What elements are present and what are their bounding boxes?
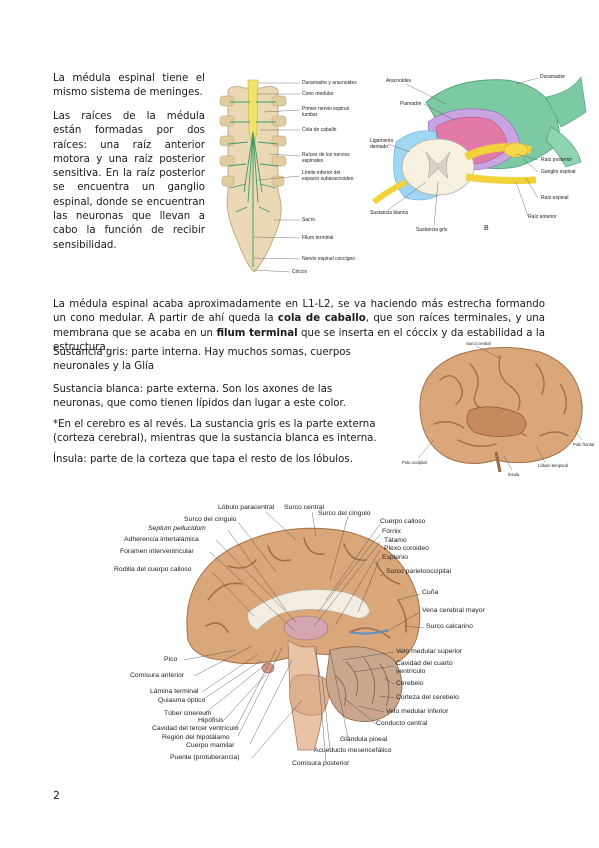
figure-spinal-cord: Duramadre y aracnoides Cono medular Prim…	[214, 72, 364, 282]
label-ligamento-dentado: Ligamento dentado	[370, 138, 394, 150]
label-coccix: Cóccix	[292, 269, 308, 275]
label-raiz-anterior: Raíz anterior	[528, 214, 557, 220]
paragraph-cerebro: *En el cerebro es al revés. La sustancia…	[53, 419, 377, 445]
label-rodilla-cuerpo-calloso: Rodilla del cuerpo calloso	[114, 566, 192, 573]
label-cono-medular: Cono medular	[302, 91, 334, 97]
label-insula: Ínsula	[508, 472, 520, 477]
term-filum-terminal: filum terminal	[216, 327, 298, 339]
label-surco-central: Surco central	[284, 504, 325, 511]
paragraph-meninges: La médula espinal tiene el mismo sistema…	[53, 73, 205, 99]
label-tuber-cinereum: Túber cinereum	[164, 710, 212, 717]
label-aracnoides: Aracnoides	[386, 78, 412, 84]
figure-meninges: Aracnoides Duramadre Piamadre Ligamento …	[366, 72, 588, 242]
label-sustancia-blanca: Sustancia blanca	[370, 210, 409, 216]
page-number: 2	[53, 789, 60, 802]
paragraph-roots: Las raíces de la médula están formadas p…	[53, 111, 205, 251]
label-piamadre: Piamadre	[400, 101, 422, 107]
label-polo-occipital: Polo occipital	[402, 460, 427, 465]
label-panel-b: B	[484, 225, 489, 232]
label-cavidad-tercer-ventriculo: Cavidad del tercer ventrículo	[152, 725, 239, 732]
label-cuna: Cuña	[422, 589, 439, 596]
label-surco-calcarino: Surco calcarino	[426, 623, 473, 630]
label-vena-cerebral-mayor: Vena cerebral mayor	[422, 607, 485, 614]
label-cuerpo-mamilar: Cuerpo mamilar	[186, 742, 235, 749]
brain-sagittal-illustration	[183, 511, 425, 763]
label-foramen-interventricular: Foramen interventricular	[120, 548, 194, 555]
label-polo-frontal: Polo frontal	[573, 442, 595, 447]
label-duramadre: Duramadre	[540, 74, 566, 80]
label-lobulo-temporal: Lóbulo temporal	[538, 463, 569, 468]
paragraph-cauda-equina: La médula espinal acaba aproximadamente …	[53, 299, 545, 353]
label-surco-parietooccipital: Surco parietooccipital	[386, 568, 451, 575]
figure-brain-sagittal: Lóbulo paracentral Surco central Surco d…	[114, 500, 485, 770]
label-cuerpo-calloso: Cuerpo calloso	[380, 518, 426, 525]
label-region-hipotalamo: Región del hipotálamo	[162, 734, 230, 741]
label-puente: Puente (protuberancia)	[170, 754, 240, 761]
label-lobulo-paracentral: Lóbulo paracentral	[218, 504, 275, 511]
label-surco-cingulo-right: Surco del cíngulo	[318, 510, 371, 517]
paragraph-insula: Ínsula: parte de la corteza que tapa el …	[53, 454, 353, 465]
spinal-cord-illustration	[219, 79, 301, 273]
label-esplenio: Esplenio	[382, 554, 409, 561]
label-velo-medular-inferior: Velo medular inferior	[386, 708, 449, 715]
label-acueducto-mesencefalico: Acueducto mesencefálico	[314, 747, 392, 754]
paragraph-sustancia-gris: Sustancia gris: parte interna. Hay mucho…	[53, 347, 351, 373]
label-cola-caballo: Cola de caballo	[302, 127, 337, 133]
label-comisura-anterior: Comisura anterior	[130, 672, 185, 679]
label-ganglio-espinal: Ganglio espinal	[541, 169, 576, 175]
label-lamina-terminal: Lámina terminal	[150, 688, 199, 695]
label-primer-nervio-lumbar: Primer nervio espinal lumbar	[302, 106, 349, 118]
label-sacro: Sacro	[302, 217, 316, 223]
brain-insula-illustration	[417, 345, 583, 473]
label-surco-cingulo-left: Surco del cíngulo	[184, 516, 237, 523]
label-talamo: Tálamo	[384, 537, 407, 544]
label-quiasma-optico: Quiasma óptico	[158, 697, 206, 704]
label-cavidad-cuarto-ventriculo: Cavidad del cuarto ventrículo	[396, 660, 453, 675]
label-cerebelo: Cerebelo	[396, 680, 424, 687]
term-cola-caballo: cola de caballo	[277, 313, 366, 325]
label-adherencia-intertalamica: Adherencia intertalámica	[124, 536, 199, 543]
label-corteza-cerebelo: Corteza del cerebelo	[396, 694, 459, 701]
paragraph-sustancia-blanca: Sustancia blanca: parte externa. Son los…	[53, 384, 347, 410]
label-plexo-coroideo: Plexo coroideo	[384, 545, 429, 552]
label-velo-medular-superior: Velo medular superior	[396, 648, 463, 655]
label-raiz-espinal: Raíz espinal	[541, 195, 569, 201]
label-hipofisis: Hipófisis	[198, 717, 224, 724]
label-nervio-coccigeo: Nervio espinal coccígeo	[302, 256, 356, 262]
meninges-illustration	[372, 76, 587, 227]
figure-brain-insula: Surco central Polo frontal Polo occipita…	[400, 340, 595, 480]
label-limite-subaracnoideo: Límite inferior del espacio subaracnoide…	[302, 170, 354, 182]
label-duramadre-aracnoides: Duramadre y aracnoides	[302, 80, 357, 86]
label-conducto-central: Conducto central	[376, 720, 428, 727]
label-sustancia-gris: Sustancia gris	[416, 227, 448, 233]
label-glandula-pineal: Glándula pineal	[340, 736, 388, 743]
label-septum-pellucidum: Septum pellucidum	[148, 525, 206, 532]
label-surco-central-small: Surco central	[466, 341, 491, 346]
label-filum-terminal: Filum terminal	[302, 235, 334, 241]
label-pico: Pico	[164, 656, 178, 663]
label-comisura-posterior: Comisura posterior	[292, 760, 350, 767]
label-fornix: Fórnix	[382, 528, 401, 535]
label-raices-nervios: Raíces de los nervios espinales	[302, 152, 350, 164]
label-raiz-posterior: Raíz posterior	[541, 157, 573, 163]
